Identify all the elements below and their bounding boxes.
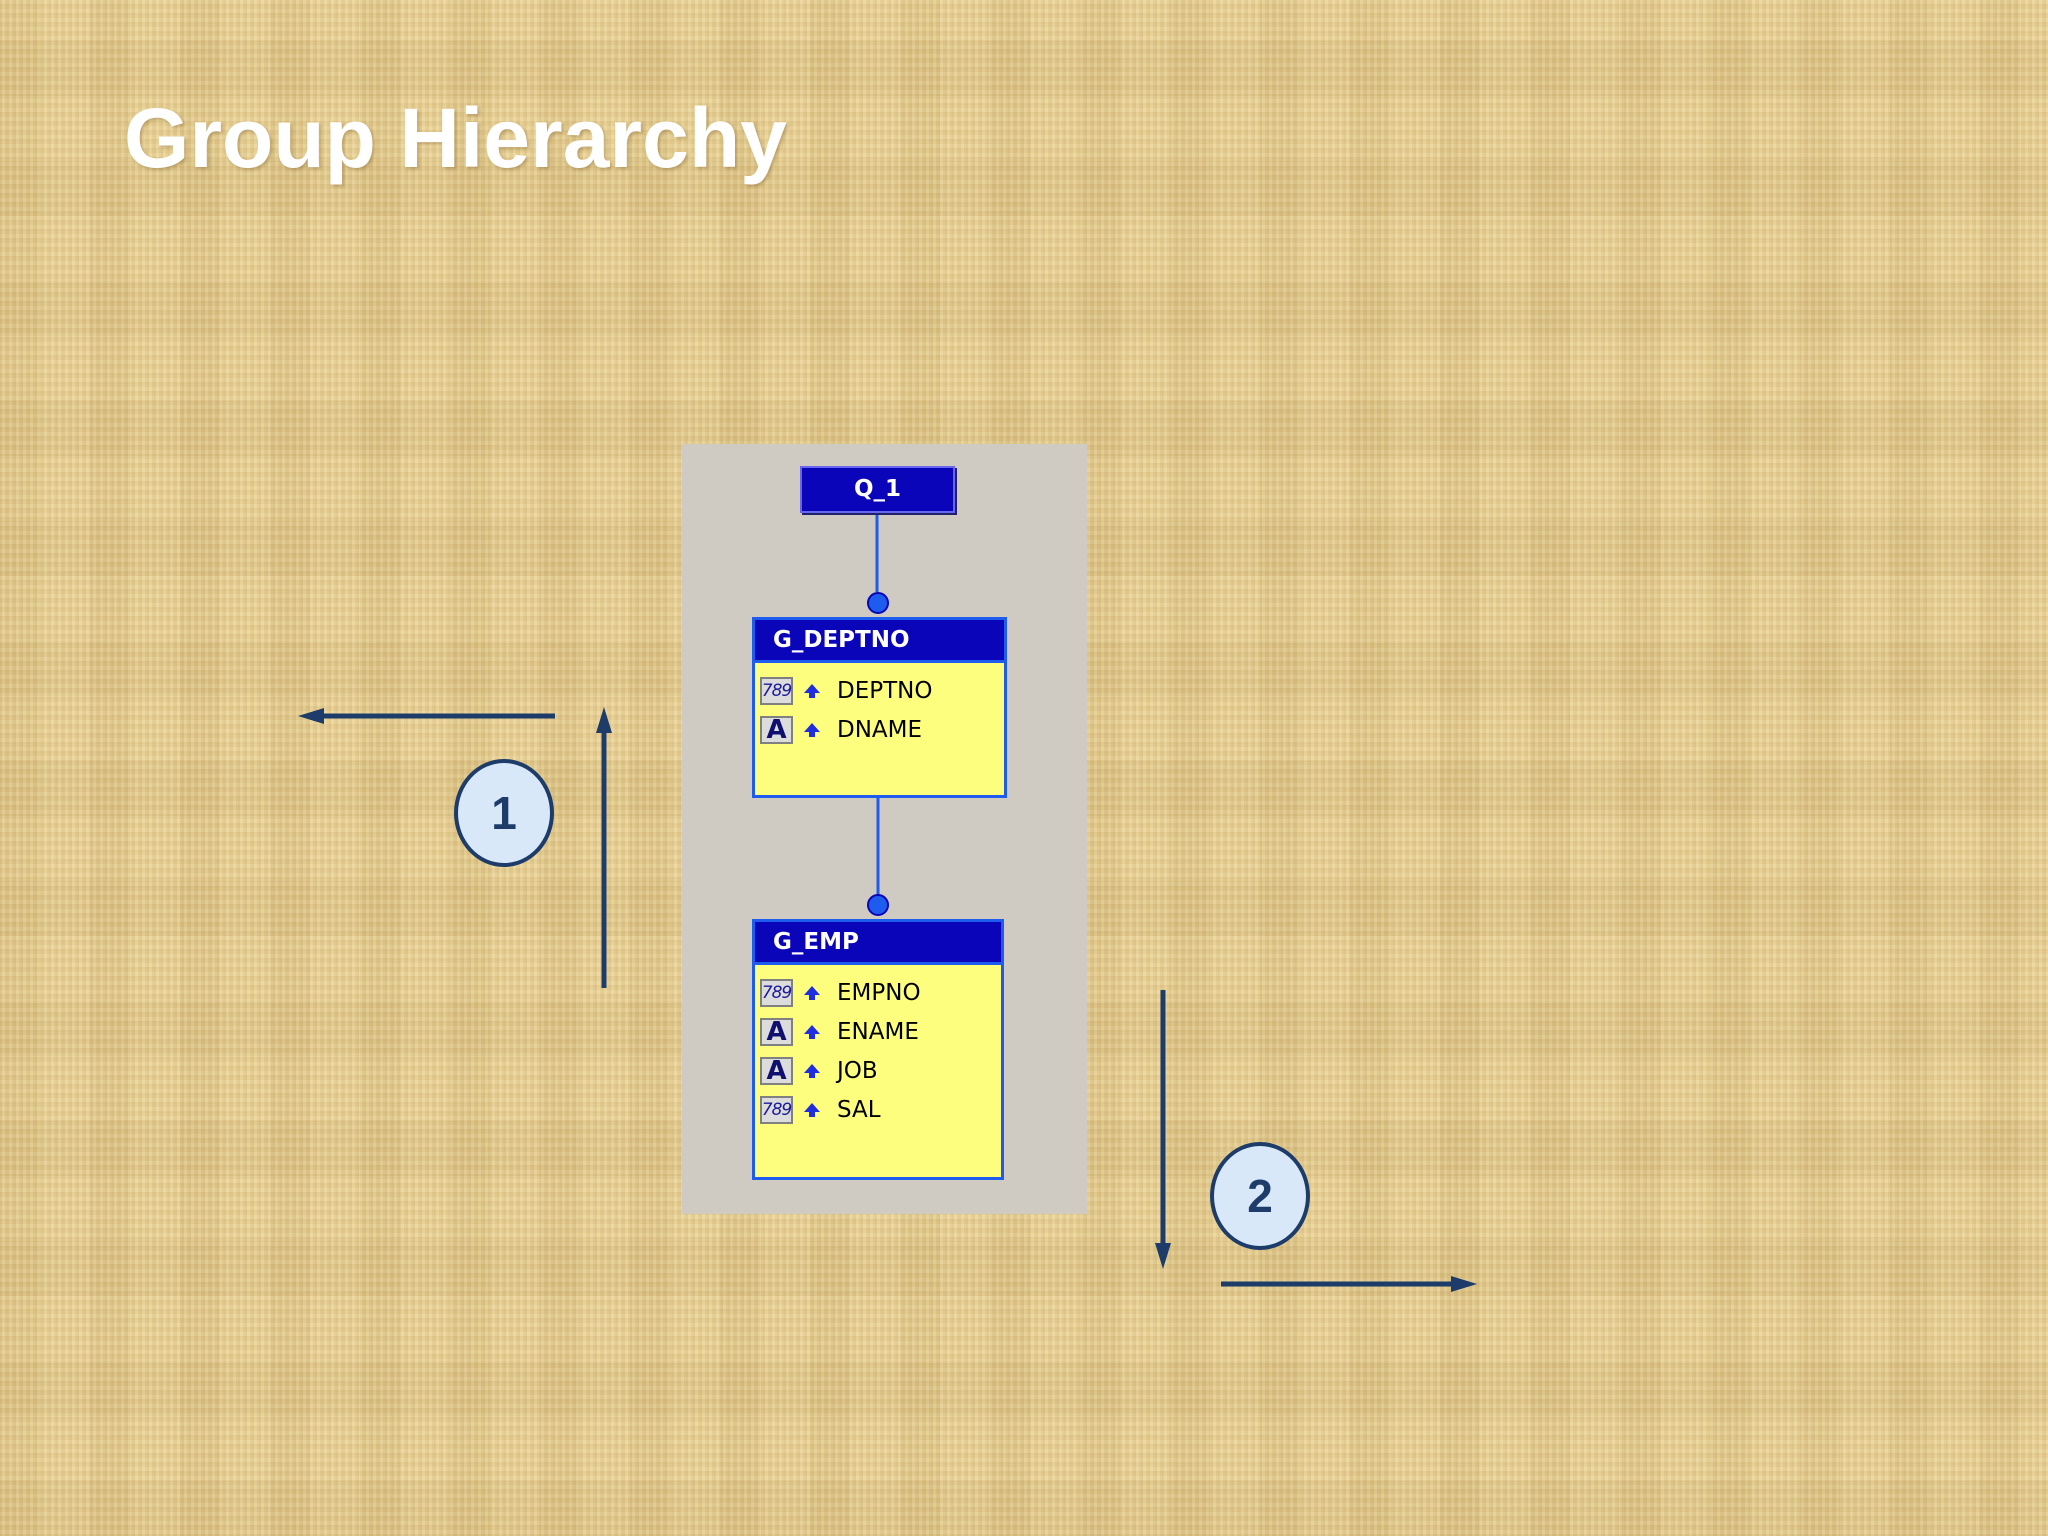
group-column-list: 789 DEPTNO A DNAME xyxy=(755,663,1004,749)
column-name: DNAME xyxy=(837,716,923,743)
sort-ascending-icon xyxy=(801,1022,823,1042)
column-row-empno[interactable]: 789 EMPNO xyxy=(755,973,1001,1012)
sort-ascending-icon xyxy=(801,681,823,701)
callout-2-right-arrowhead xyxy=(1451,1276,1477,1292)
sort-ascending-icon xyxy=(801,720,823,740)
column-name: SAL xyxy=(837,1096,881,1123)
character-type-icon: A xyxy=(760,715,793,745)
number-type-icon: 789 xyxy=(760,1095,793,1124)
slide-title: Group Hierarchy xyxy=(124,91,787,185)
column-name: JOB xyxy=(837,1057,878,1084)
group-header: G_DEPTNO xyxy=(755,620,1004,663)
sort-ascending-icon xyxy=(801,1061,823,1081)
callout-1: 1 xyxy=(454,759,554,867)
character-type-icon: A xyxy=(760,1056,793,1086)
column-row-sal[interactable]: 789 SAL xyxy=(755,1090,1001,1129)
column-row-ename[interactable]: A ENAME xyxy=(755,1012,1001,1051)
group-box-emp[interactable]: G_EMP 789 EMPNO A ENAME A JOB 789 SAL xyxy=(752,919,1004,1180)
group-column-list: 789 EMPNO A ENAME A JOB 789 SAL xyxy=(755,965,1001,1129)
group-box-deptno[interactable]: G_DEPTNO 789 DEPTNO A DNAME xyxy=(752,617,1007,798)
callout-1-left-arrowhead xyxy=(298,708,324,724)
column-name: DEPTNO xyxy=(837,677,933,704)
number-type-icon: 789 xyxy=(760,676,793,705)
query-box[interactable]: Q_1 xyxy=(800,466,955,513)
column-row-dname[interactable]: A DNAME xyxy=(755,710,1004,749)
callout-1-up-arrowhead xyxy=(596,707,612,733)
callout-2: 2 xyxy=(1210,1142,1310,1250)
column-row-job[interactable]: A JOB xyxy=(755,1051,1001,1090)
character-type-icon: A xyxy=(760,1017,793,1047)
callout-2-down-arrowhead xyxy=(1155,1243,1171,1269)
number-type-icon: 789 xyxy=(760,978,793,1007)
column-name: ENAME xyxy=(837,1018,919,1045)
column-name: EMPNO xyxy=(837,979,921,1006)
sort-ascending-icon xyxy=(801,1100,823,1120)
column-row-deptno[interactable]: 789 DEPTNO xyxy=(755,671,1004,710)
group-header: G_EMP xyxy=(755,922,1001,965)
sort-ascending-icon xyxy=(801,983,823,1003)
